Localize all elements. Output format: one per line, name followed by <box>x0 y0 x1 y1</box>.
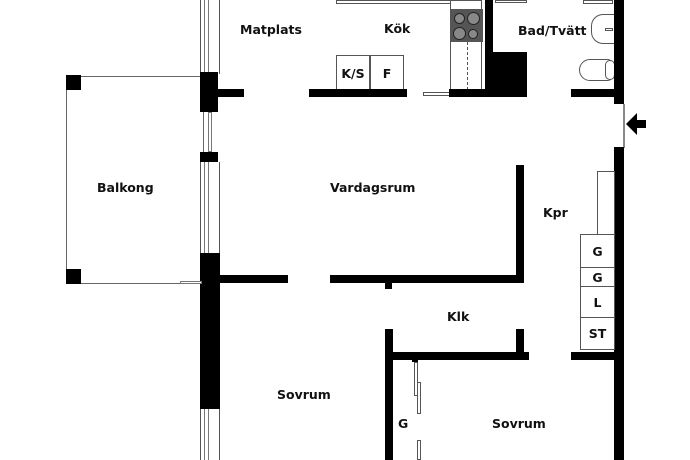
freezer-f: F <box>370 55 404 91</box>
room-label-kpr: Kpr <box>543 205 568 220</box>
wardrobe-sliding-door <box>417 382 421 414</box>
wall-kitchen-bath <box>485 0 493 97</box>
wall-living-east <box>516 165 524 283</box>
room-label-bad: Bad/Tvätt <box>518 23 587 38</box>
window <box>200 0 220 74</box>
room-label-matplats: Matplats <box>240 22 302 37</box>
shaft <box>485 52 527 97</box>
balcony-post <box>66 269 81 284</box>
balcony-outline <box>66 76 204 284</box>
wall-klk-south <box>385 352 529 360</box>
storage-l: L <box>580 286 615 318</box>
wall-west <box>200 152 218 162</box>
room-label-vardagsrum: Vardagsrum <box>330 180 416 195</box>
wall-hall-south <box>571 352 616 360</box>
wall-stub <box>218 89 244 97</box>
bath-shelf <box>495 0 527 3</box>
storage-st: ST <box>580 317 615 350</box>
wardrobe-sliding-door <box>417 440 421 460</box>
wall-kitchen-south <box>449 89 513 97</box>
burner-icon <box>467 12 480 25</box>
wall-east <box>614 147 624 460</box>
burner-icon <box>453 27 466 40</box>
wardrobe-label: G <box>398 416 409 431</box>
window <box>200 162 220 254</box>
closet-outline <box>597 171 615 237</box>
entrance-threshold <box>623 104 625 148</box>
counter-top <box>336 0 456 4</box>
wall-living-south <box>218 275 288 283</box>
room-label-sovrum-2: Sovrum <box>492 416 546 431</box>
room-label-balkong: Balkong <box>97 180 154 195</box>
storage-g1: G <box>580 234 615 268</box>
wall-stub <box>385 283 392 289</box>
wall-kitchen-south <box>309 89 407 97</box>
wall-klk-east <box>516 329 524 359</box>
wall-klk-west <box>385 329 393 460</box>
wall-stub <box>412 358 418 362</box>
balcony-post <box>66 75 81 90</box>
burner-icon <box>454 13 465 24</box>
wall-west <box>200 72 218 112</box>
balcony-door-opening <box>208 112 212 152</box>
fridge-freezer-ks: K/S <box>336 55 370 91</box>
sink-tap <box>605 28 613 31</box>
wardrobe-sliding-door <box>414 362 418 396</box>
wall-bath-south <box>571 89 616 97</box>
stove <box>450 9 483 42</box>
window <box>200 409 220 460</box>
entrance-arrow-icon <box>626 113 648 135</box>
room-label-kok: Kök <box>384 21 411 36</box>
storage-g2: G <box>580 267 615 287</box>
wall-living-south <box>330 275 524 283</box>
burner-icon <box>468 29 478 39</box>
room-label-klk: Klk <box>447 309 470 324</box>
wall-east <box>614 0 624 104</box>
window-sill <box>180 281 202 284</box>
counter-dashed-line <box>467 42 468 90</box>
wall-west <box>200 253 220 410</box>
bath-counter <box>583 0 613 4</box>
room-label-sovrum-1: Sovrum <box>277 387 331 402</box>
